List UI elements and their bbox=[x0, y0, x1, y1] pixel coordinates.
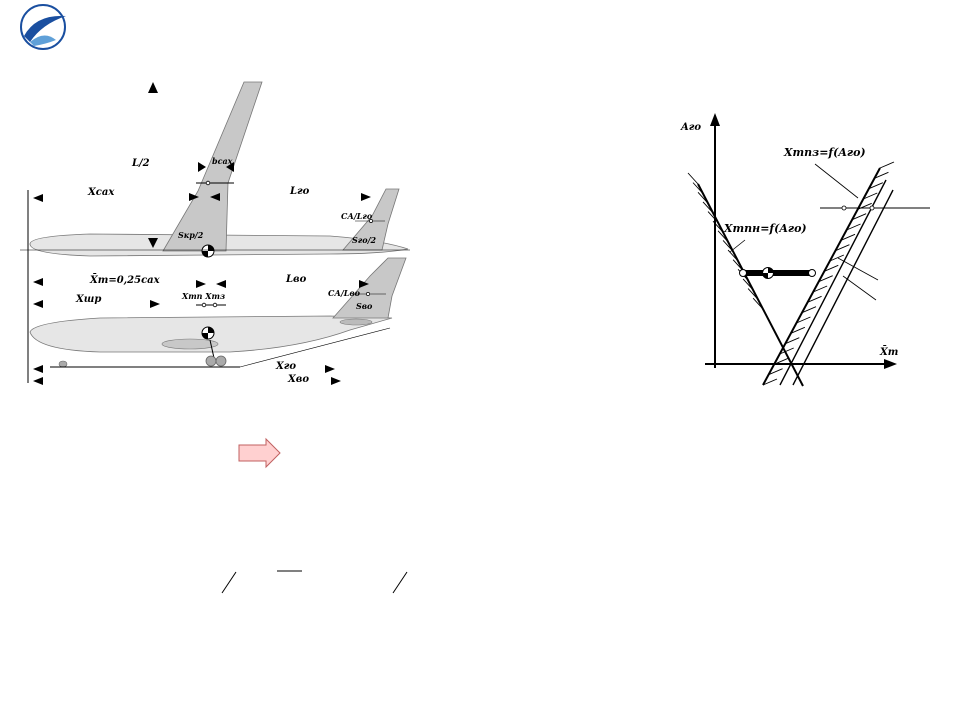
hatch-stroke bbox=[851, 213, 867, 221]
label-s-kr-half: Sкр/2 bbox=[178, 230, 204, 240]
hatch-right bbox=[762, 161, 895, 386]
rear-cg-limit-line-2 bbox=[779, 179, 887, 386]
vertical-tail-side-view bbox=[332, 257, 407, 319]
hatch-stroke bbox=[868, 182, 884, 190]
hatch-stroke bbox=[779, 347, 794, 355]
hatch-stroke bbox=[687, 172, 699, 185]
hatch-stroke bbox=[812, 285, 828, 293]
label-ca-tail-top: СА/Lго bbox=[341, 211, 373, 221]
label-ca-tail-bottom: СА/Lво bbox=[328, 288, 361, 298]
label-x-shp: Xшр bbox=[75, 294, 101, 305]
label-half-span: L/2 bbox=[131, 158, 150, 169]
y-axis-label: Aго bbox=[680, 122, 701, 133]
balance-chart: Aго X̄т Xтпз=f(Aго) Xтпн=f(Aго) bbox=[680, 113, 930, 387]
curve-upper-label: Xтпз=f(Aго) bbox=[783, 146, 866, 159]
label-l-vo: Lво bbox=[285, 274, 307, 285]
label-x-cax: Xсах bbox=[87, 187, 115, 198]
hatch-stroke bbox=[762, 378, 778, 386]
logo-icon bbox=[20, 4, 66, 50]
hatch-stroke bbox=[840, 233, 856, 241]
hatch-stroke bbox=[835, 244, 850, 252]
cg-marker-top bbox=[201, 244, 215, 258]
rear-cg-limit-line-3 bbox=[792, 189, 894, 386]
cg-marker-chart bbox=[762, 267, 774, 279]
hatch-stroke bbox=[818, 275, 833, 283]
dimension-arrows bbox=[33, 82, 371, 385]
hatch-stroke bbox=[846, 223, 861, 231]
hatch-stroke bbox=[807, 295, 822, 303]
label-s-go-half: Sго/2 bbox=[352, 235, 377, 245]
hatch-stroke bbox=[824, 264, 839, 272]
hatch-stroke bbox=[785, 337, 800, 345]
rear-cg-limit-line-1 bbox=[762, 167, 881, 386]
wing-side-view bbox=[161, 338, 219, 350]
hatch-stroke bbox=[863, 192, 878, 200]
x-axis-label: X̄т bbox=[879, 346, 898, 358]
hatch-stroke bbox=[829, 254, 845, 262]
wing-top-view bbox=[162, 81, 263, 252]
hatch-stroke bbox=[796, 316, 811, 324]
label-s-vo: Sво bbox=[356, 301, 373, 311]
cg-marker-side bbox=[201, 326, 215, 340]
label-x-t-range: Xтп Xтз bbox=[181, 291, 225, 301]
label-b-cax: bсах bbox=[212, 156, 233, 166]
decorative-strokes bbox=[221, 570, 408, 594]
label-x-t-025: X̄т=0,25сах bbox=[89, 274, 161, 286]
label-x-go: Xго bbox=[275, 361, 296, 372]
aircraft-diagram: L/2 bсах Xсах Lго СА/Lго Sкр/2 Sго/2 X̄т… bbox=[20, 81, 410, 385]
label-x-vo: Xво bbox=[287, 374, 309, 385]
hatch-stroke bbox=[879, 161, 895, 169]
hatch-stroke bbox=[773, 357, 789, 365]
right-arrow-icon bbox=[238, 437, 281, 469]
hatch-stroke bbox=[768, 368, 783, 376]
front-cg-limit-line bbox=[697, 183, 804, 387]
curve-lower-label: Xтпн=f(Aго) bbox=[723, 222, 807, 235]
hatch-stroke bbox=[790, 326, 806, 334]
label-l-go: Lго bbox=[289, 186, 310, 197]
hatch-stroke bbox=[874, 171, 889, 179]
hatch-stroke bbox=[801, 306, 817, 314]
